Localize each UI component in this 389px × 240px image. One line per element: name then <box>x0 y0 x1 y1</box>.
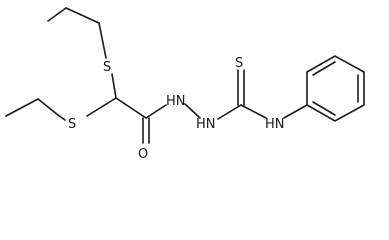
molecule-canvas: S S O HN HN S HN <box>5 7 365 162</box>
bond-ethyl1-ch2 <box>65 7 100 24</box>
atom-s-thione: S <box>235 56 243 71</box>
bond-thiocarbonyl-nh <box>240 104 267 119</box>
bond-ethyl2-ch3 <box>5 98 39 117</box>
bond-ch2-s-lower <box>57 114 66 121</box>
bond-ethyl2-ch2 <box>37 98 59 116</box>
phenyl-double-bond-1 <box>312 61 336 76</box>
bond-nh-phenyl <box>283 104 308 119</box>
bond-nh-thiocarbonyl <box>217 104 242 120</box>
atom-nh-hydrazine: HN <box>196 117 216 132</box>
phenyl-ring <box>306 55 365 122</box>
atom-s-lower: S <box>68 117 76 132</box>
bond-s-lower-ch <box>86 97 117 117</box>
bond-ch2-s-upper <box>98 22 107 59</box>
atom-o-carbonyl: O <box>138 147 148 162</box>
bond-ethyl1-ch3 <box>47 7 67 22</box>
phenyl-double-bond-3 <box>312 101 336 116</box>
bond-s-upper-ch <box>111 73 117 99</box>
bond-carbonyl-nh <box>145 104 167 119</box>
atom-nh-anilino: HN <box>265 117 285 132</box>
bond-ch-carbonyl <box>115 97 147 119</box>
bond-nh-nh <box>184 103 201 119</box>
atom-nh-hydrazide: HN <box>166 94 186 109</box>
atom-s-upper: S <box>103 60 111 75</box>
molecule-structure: S S O HN HN S HN <box>5 7 365 162</box>
